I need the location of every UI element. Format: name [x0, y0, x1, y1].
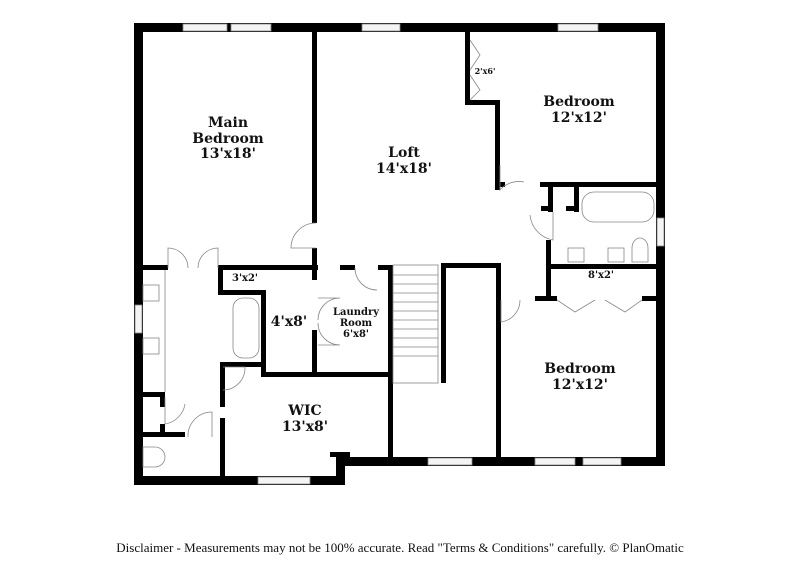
room-label-bedroom-se: Bedroom 12'x12': [544, 361, 616, 393]
room-label-laundry: Laundry Room 6'x8': [332, 307, 380, 341]
sink-icon: [567, 247, 585, 263]
stairs: [392, 264, 439, 384]
room-label-loft: Loft 14'x18': [376, 145, 432, 177]
room-label-closet-2x6: 2'x6': [474, 66, 496, 76]
room-label-wic: WIC 13'x8': [281, 403, 329, 435]
room-label-closet-3x2: 3'x2': [231, 273, 259, 284]
disclaimer-text: Disclaimer - Measurements may not be 100…: [116, 540, 684, 555]
interior-walls: [143, 23, 665, 480]
room-label-bedroom-ne: Bedroom 12'x12': [543, 94, 615, 126]
doors: [164, 39, 643, 438]
exterior-walls: [134, 23, 665, 485]
room-label-main-bedroom: Main Bedroom 13'x18': [192, 115, 264, 163]
windows: [134, 23, 665, 485]
room-label-closet-8x2: 8'x2': [587, 270, 615, 281]
fixtures: [142, 191, 655, 468]
sink-icon: [607, 247, 625, 263]
room-label-bath-4x8: 4'x8': [270, 314, 308, 330]
toilet-icon: [631, 237, 649, 263]
sink-icon: [142, 284, 160, 302]
bathtub-icon: [581, 191, 655, 223]
toilet-icon: [142, 446, 166, 468]
bathtub-icon: [232, 297, 260, 359]
sink-icon: [142, 337, 160, 355]
